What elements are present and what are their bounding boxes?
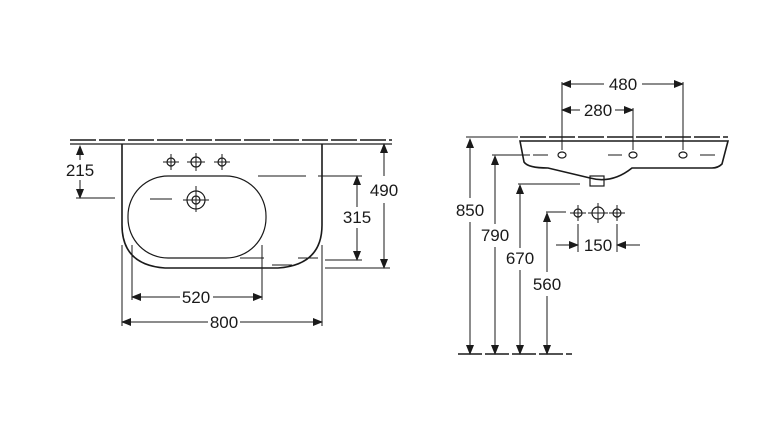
side-view: 480 280 150 850 790 [456,75,730,355]
drain-stub [589,175,605,187]
dim-label-670: 670 [506,249,534,268]
dim-label-480: 480 [609,75,637,94]
basin-bowl [127,175,267,259]
dim-label-520: 520 [182,288,210,307]
basin-outline [121,144,323,269]
tap-hole-icon [678,151,688,159]
front-view: 800 520 490 315 215 [66,139,398,332]
dim-label-850: 850 [456,201,484,220]
front-wall-line [70,139,392,145]
dim-label-560: 560 [533,275,561,294]
tap-hole-icon [609,205,625,221]
drain-icon [183,186,209,212]
tap-hole-icon [628,151,638,159]
dim-label-490: 490 [370,181,398,200]
dim-label-150: 150 [584,236,612,255]
dim-label-315: 315 [343,208,371,227]
tap-hole-icon [588,203,608,223]
tap-hole-icon [163,154,179,170]
basin-profile [519,140,730,181]
tap-hole-icon [570,205,586,221]
dim-label-215: 215 [66,161,94,180]
tap-hole-icon [187,153,205,171]
tap-hole-icon [214,154,230,170]
tap-hole-icon [557,151,567,159]
dim-label-790: 790 [481,226,509,245]
dim-label-280: 280 [584,101,612,120]
dim-label-800: 800 [210,313,238,332]
